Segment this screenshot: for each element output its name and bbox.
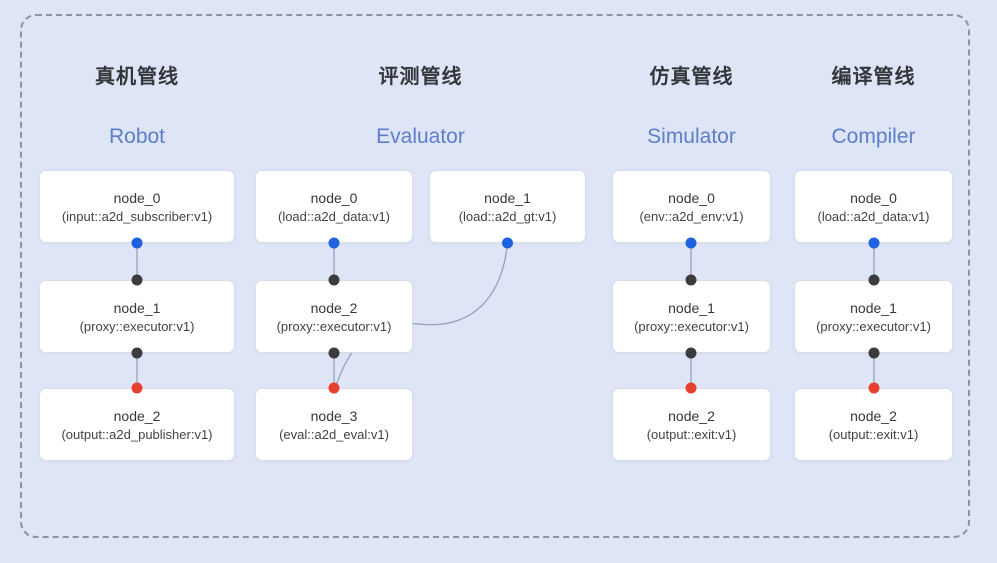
pipeline-title-en-compiler: Compiler	[831, 125, 916, 148]
node-box-robot-0: node_0 (input::a2d_subscriber:v1)	[39, 170, 235, 243]
node-box-simulator-0: node_0 (env::a2d_env:v1)	[612, 170, 771, 243]
node-name: node_2	[668, 407, 715, 424]
node-box-simulator-2: node_2 (output::exit:v1)	[612, 388, 771, 461]
node-type: (proxy::executor:v1)	[276, 318, 392, 334]
pipeline-title-en-evaluator: Evaluator	[376, 125, 465, 148]
node-type: (proxy::executor:v1)	[79, 318, 195, 334]
node-name: node_0	[668, 189, 715, 206]
node-type: (env::a2d_env:v1)	[639, 208, 744, 224]
node-box-simulator-1: node_1 (proxy::executor:v1)	[612, 280, 771, 353]
node-name: node_3	[310, 407, 358, 424]
dashed-border-frame	[20, 14, 970, 538]
node-type: (input::a2d_subscriber:v1)	[61, 208, 213, 224]
node-name: node_0	[310, 189, 358, 206]
pipeline-title-en-simulator: Simulator	[647, 125, 736, 148]
node-type: (output::exit:v1)	[646, 426, 737, 442]
node-type: (proxy::executor:v1)	[634, 318, 749, 334]
node-name: node_2	[113, 407, 161, 424]
node-name: node_2	[850, 407, 897, 424]
node-type: (output::a2d_publisher:v1)	[61, 426, 213, 442]
node-box-evaluator-0: node_0 (load::a2d_data:v1)	[255, 170, 413, 243]
pipeline-title-zh-robot: 真机管线	[95, 66, 179, 88]
node-box-evaluator-2: node_2 (proxy::executor:v1)	[255, 280, 413, 353]
node-box-compiler-2: node_2 (output::exit:v1)	[794, 388, 953, 461]
node-type: (output::exit:v1)	[828, 426, 919, 442]
node-box-compiler-1: node_1 (proxy::executor:v1)	[794, 280, 953, 353]
pipeline-title-zh-evaluator: 评测管线	[378, 66, 463, 88]
pipeline-title-zh-simulator: 仿真管线	[649, 66, 734, 88]
node-name: node_1	[668, 299, 715, 316]
node-name: node_1	[850, 299, 897, 316]
pipeline-title-en-robot: Robot	[108, 125, 166, 148]
node-type: (load::a2d_data:v1)	[817, 208, 930, 224]
node-box-evaluator-1: node_1 (load::a2d_gt:v1)	[429, 170, 586, 243]
node-name: node_2	[310, 299, 358, 316]
node-box-robot-2: node_2 (output::a2d_publisher:v1)	[39, 388, 235, 461]
node-box-robot-1: node_1 (proxy::executor:v1)	[39, 280, 235, 353]
node-type: (proxy::executor:v1)	[816, 318, 931, 334]
node-box-evaluator-3: node_3 (eval::a2d_eval:v1)	[255, 388, 413, 461]
pipeline-title-zh-compiler: 编译管线	[831, 66, 916, 88]
node-box-compiler-0: node_0 (load::a2d_data:v1)	[794, 170, 953, 243]
node-type: (load::a2d_gt:v1)	[458, 208, 557, 224]
node-name: node_0	[850, 189, 897, 206]
node-type: (load::a2d_data:v1)	[277, 208, 391, 224]
node-name: node_1	[113, 299, 161, 316]
node-name: node_0	[113, 189, 161, 206]
node-name: node_1	[484, 189, 531, 206]
node-type: (eval::a2d_eval:v1)	[279, 426, 389, 442]
